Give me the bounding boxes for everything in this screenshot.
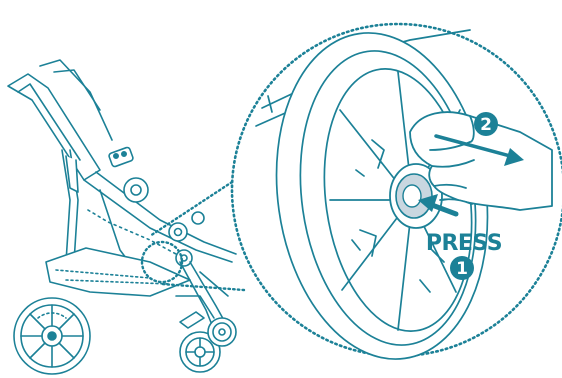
wheel-closeup: 2 PRESS 1 [232,19,562,373]
step-1-number: 1 [456,259,468,279]
stroller-illustration [8,60,236,374]
step-1-badge: 1 [450,256,474,280]
step-2-badge: 2 [474,112,498,136]
press-label: PRESS [426,231,502,256]
step-2-number: 2 [480,115,492,135]
